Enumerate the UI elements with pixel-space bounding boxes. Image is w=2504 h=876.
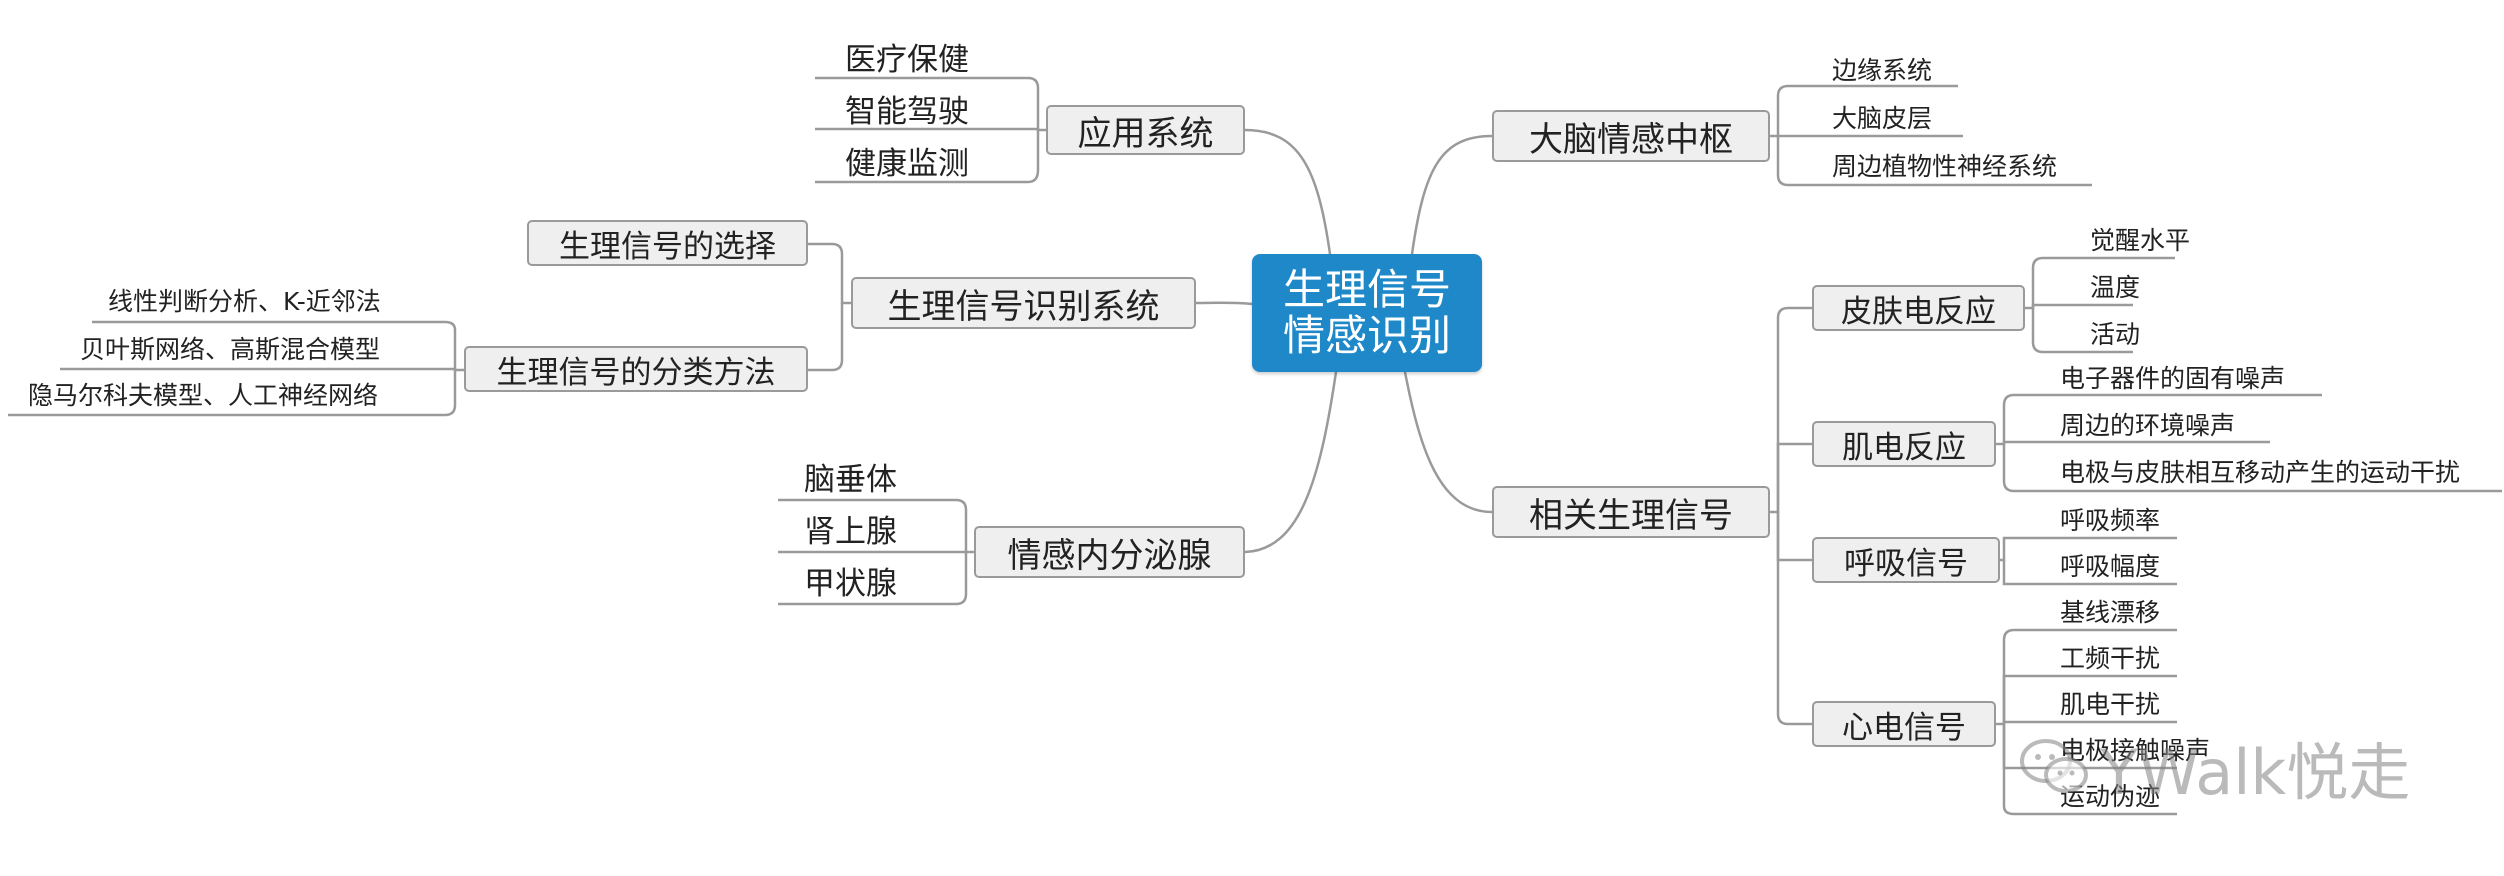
leaf-pituitary[interactable]: 脑垂体: [804, 461, 897, 498]
leaf-powerline-interference[interactable]: 工频干扰: [2060, 644, 2161, 673]
topic-label: 相关生理信号: [1529, 495, 1733, 536]
leaf-autonomic-nervous-system[interactable]: 周边植物性神经系统: [1832, 152, 2058, 181]
leaf-temperature[interactable]: 温度: [2090, 273, 2141, 302]
leaf-adrenal[interactable]: 肾上腺: [804, 513, 897, 550]
leaf-emg-interference[interactable]: 肌电干扰: [2060, 690, 2161, 719]
leaf-environment-noise[interactable]: 周边的环境噪声: [2060, 411, 2236, 440]
leaf-device-noise[interactable]: 电子器件的固有噪声: [2060, 364, 2286, 393]
subtopic-respiration-signal[interactable]: 呼吸信号: [1812, 537, 2000, 583]
subtopic-signal-selection[interactable]: 生理信号的选择: [527, 220, 808, 266]
leaf-baseline-drift[interactable]: 基线漂移: [2060, 598, 2161, 627]
central-topic-line1: 生理信号: [1282, 265, 1451, 314]
leaf-limbic-system[interactable]: 边缘系统: [1832, 56, 1933, 85]
leaf-medical-care[interactable]: 医疗保健: [845, 41, 969, 78]
topic-application-system[interactable]: 应用系统: [1046, 105, 1245, 155]
leaf-smart-driving[interactable]: 智能驾驶: [845, 93, 969, 130]
wechat-icon: [2020, 739, 2088, 793]
leaf-arousal-level[interactable]: 觉醒水平: [2090, 226, 2191, 255]
leaf-hmm-ann[interactable]: 隐马尔科夫模型、人工神经网络: [28, 381, 379, 410]
topic-related-signals[interactable]: 相关生理信号: [1492, 486, 1770, 538]
topic-label: 应用系统: [1077, 113, 1214, 154]
leaf-electrode-contact-noise[interactable]: 电极接触噪声: [2060, 736, 2211, 765]
leaf-thyroid[interactable]: 甲状腺: [804, 565, 897, 602]
leaf-activity[interactable]: 活动: [2090, 320, 2141, 349]
leaf-health-monitoring[interactable]: 健康监测: [845, 145, 969, 182]
topic-endocrine-glands[interactable]: 情感内分泌腺: [974, 526, 1245, 578]
subtopic-emg-response[interactable]: 肌电反应: [1812, 421, 1996, 467]
topic-label: 大脑情感中枢: [1529, 119, 1733, 160]
watermark-text: YWalk悦走: [2100, 736, 2411, 809]
central-topic-line2: 情感识别: [1282, 311, 1451, 360]
topic-brain-emotion-center[interactable]: 大脑情感中枢: [1492, 110, 1770, 162]
topic-label: 生理信号识别系统: [887, 286, 1160, 327]
leaf-bayes-gmm[interactable]: 贝叶斯网络、高斯混合模型: [80, 335, 381, 364]
leaf-motion-interference[interactable]: 电极与皮肤相互移动产生的运动干扰: [2060, 458, 2461, 487]
leaf-respiration-amplitude[interactable]: 呼吸幅度: [2060, 552, 2161, 581]
subtopic-classification-methods[interactable]: 生理信号的分类方法: [464, 346, 808, 392]
leaf-respiration-rate[interactable]: 呼吸频率: [2060, 506, 2161, 535]
leaf-lda-knn[interactable]: 线性判断分析、K-近邻法: [108, 287, 381, 316]
subtopic-ecg-signal[interactable]: 心电信号: [1812, 701, 1996, 747]
topic-recognition-system[interactable]: 生理信号识别系统: [851, 277, 1196, 329]
watermark: YWalk悦走: [2018, 722, 2410, 812]
central-topic[interactable]: 生理信号 情感识别: [1252, 254, 1482, 372]
topic-label: 情感内分泌腺: [1007, 535, 1212, 576]
leaf-cerebral-cortex[interactable]: 大脑皮层: [1832, 104, 1933, 133]
subtopic-skin-response[interactable]: 皮肤电反应: [1812, 285, 2025, 331]
